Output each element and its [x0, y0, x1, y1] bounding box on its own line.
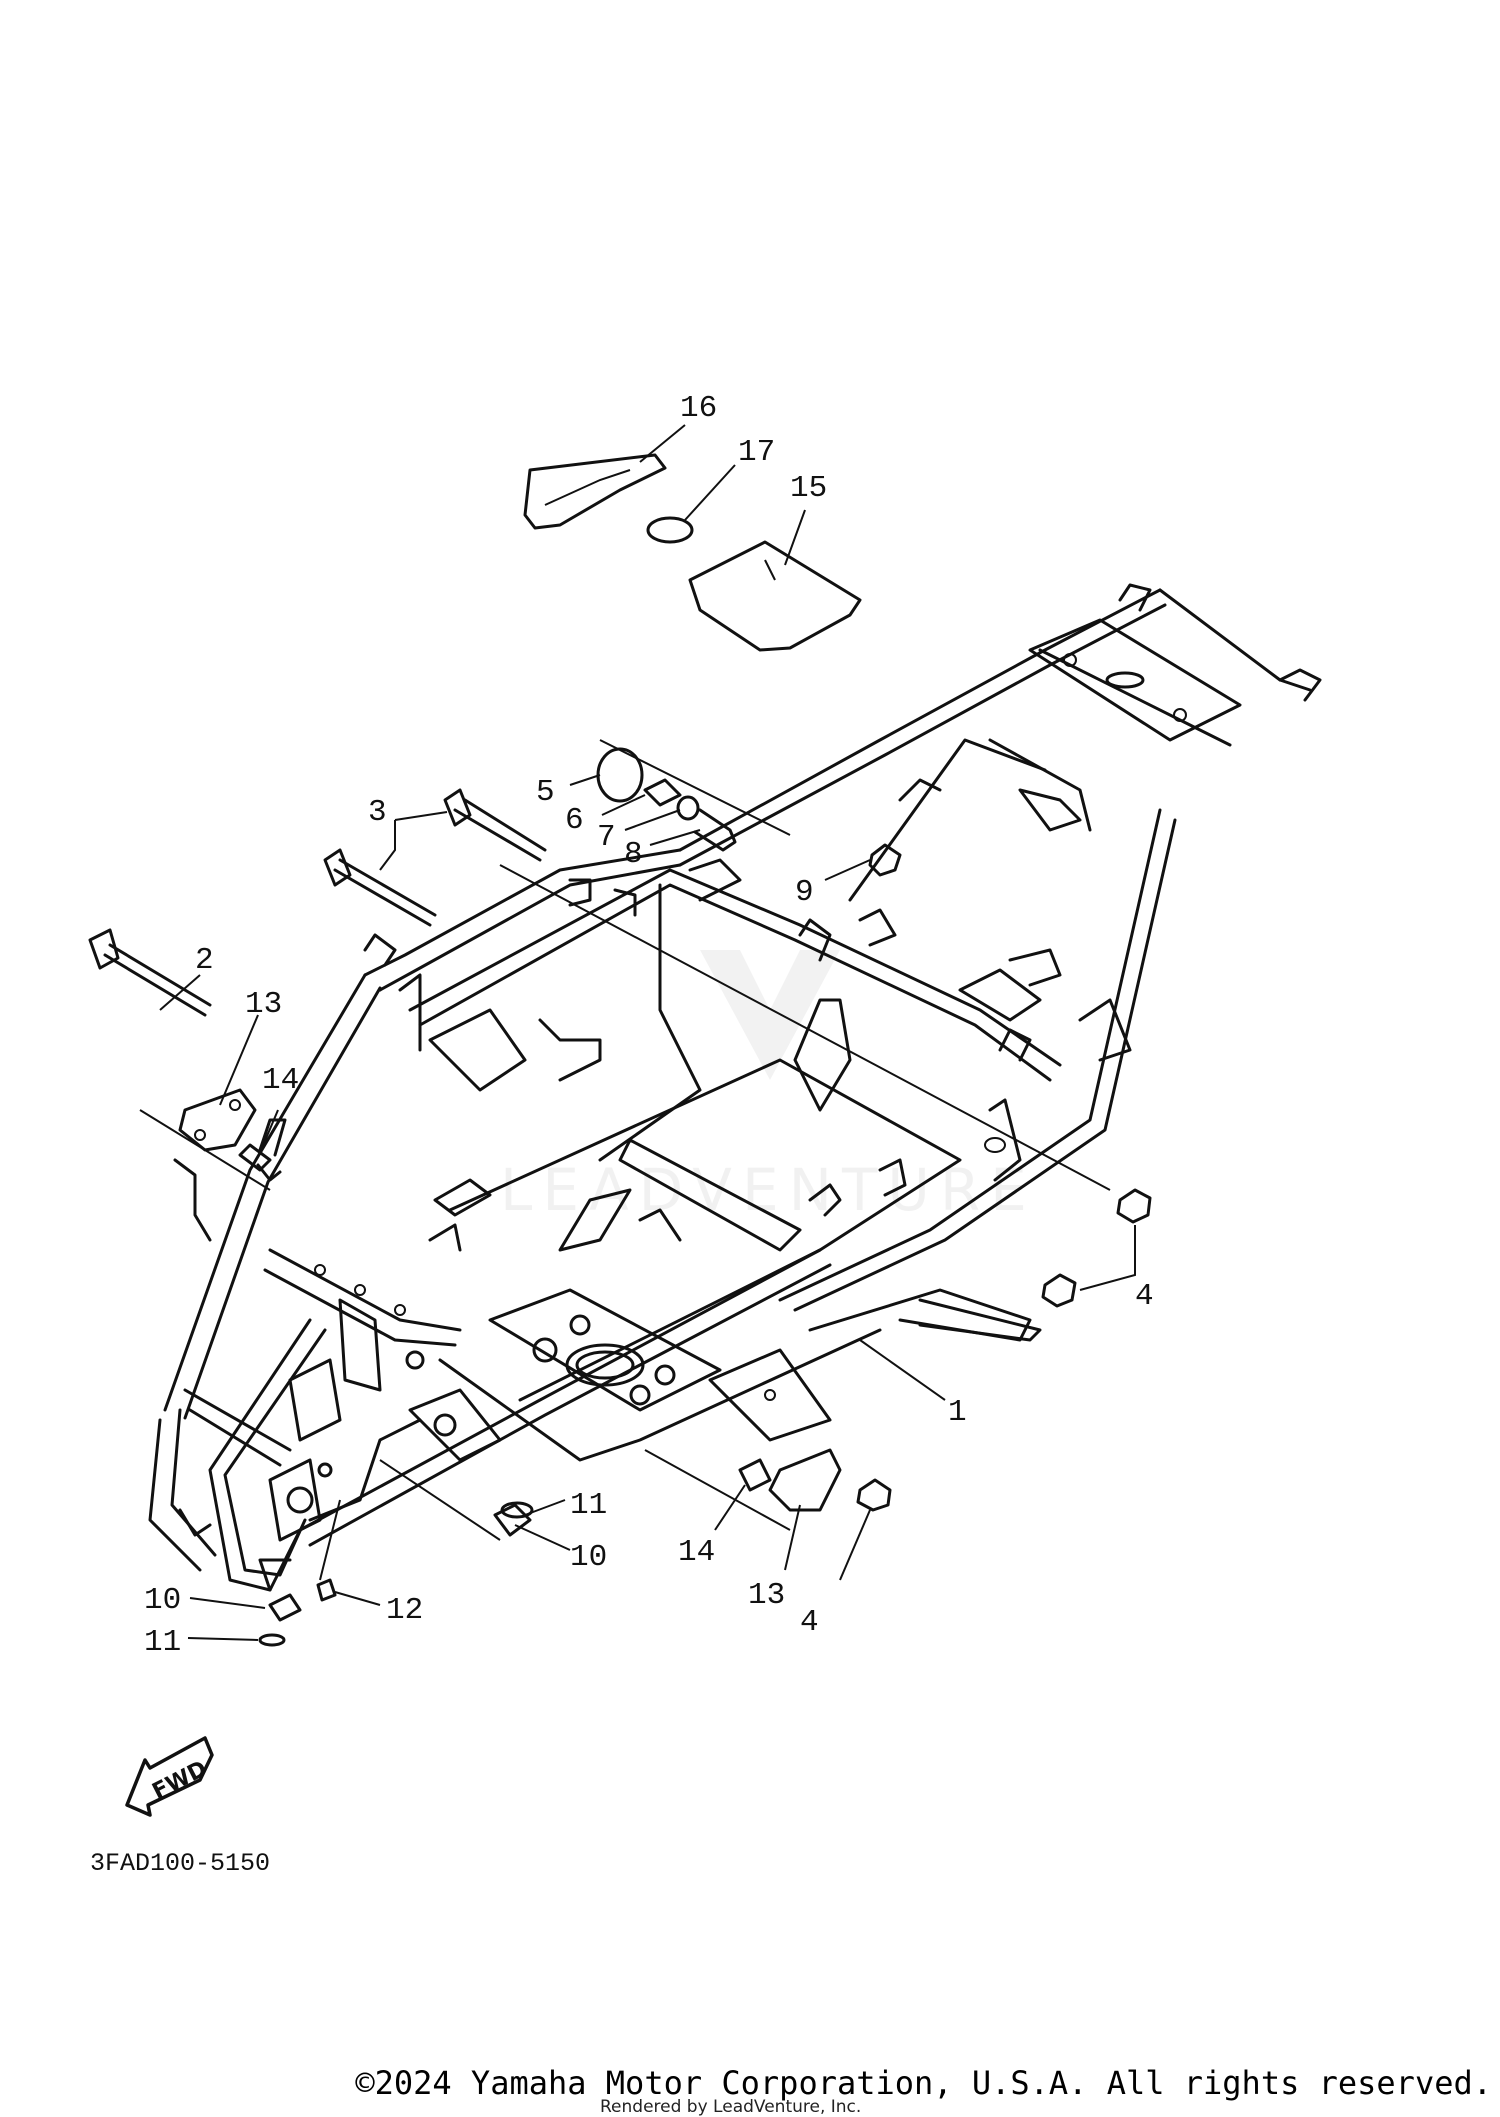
callout-9: 9	[795, 875, 814, 910]
callout-6: 6	[565, 803, 584, 838]
bolt-part	[453, 798, 547, 862]
leader-lines	[139, 424, 1136, 1641]
rendered-by-credit: Rendered by LeadVenture, Inc.	[600, 2097, 862, 2117]
callout-16: 16	[680, 391, 717, 426]
callout-12: 12	[386, 1593, 423, 1628]
callout-13-upper: 13	[245, 987, 282, 1022]
ring-part	[646, 516, 694, 544]
watermark: LEADVENTURE	[500, 950, 1037, 1224]
callout-5: 5	[536, 775, 555, 810]
callouts: 16 17 15 5 6 7 8 3 9 2 13 14 4 1 11 10 1…	[144, 391, 1154, 1660]
callout-4-lower: 4	[800, 1605, 819, 1640]
loose-parts	[88, 453, 1152, 1647]
callout-3: 3	[368, 795, 387, 830]
callout-4-right: 4	[1135, 1279, 1154, 1314]
frame-drawing	[148, 583, 1322, 1592]
copyright-notice: ©2024 Yamaha Motor Corporation, U.S.A. A…	[355, 2064, 1492, 2102]
callout-8: 8	[624, 837, 643, 872]
callout-11-left: 11	[144, 1625, 181, 1660]
callout-17: 17	[738, 435, 775, 470]
part-number: 3FAD100-5150	[90, 1849, 270, 1878]
callout-11-center: 11	[570, 1488, 607, 1523]
fwd-arrow: FWD	[125, 1736, 214, 1817]
callout-2: 2	[195, 943, 214, 978]
callout-13-lower: 13	[748, 1578, 785, 1613]
fwd-arrow-icon	[125, 1736, 214, 1817]
tool-pouch-part	[523, 453, 667, 530]
callout-14-upper: 14	[262, 1063, 299, 1098]
callout-15: 15	[790, 471, 827, 506]
callout-1: 1	[948, 1395, 967, 1430]
callout-7: 7	[597, 820, 616, 855]
tool-bag-part	[688, 540, 862, 652]
callout-10-left: 10	[144, 1583, 181, 1618]
callout-10-center: 10	[570, 1540, 607, 1575]
callout-14-lower: 14	[678, 1535, 715, 1570]
watermark-text: LEADVENTURE	[500, 1156, 1037, 1224]
